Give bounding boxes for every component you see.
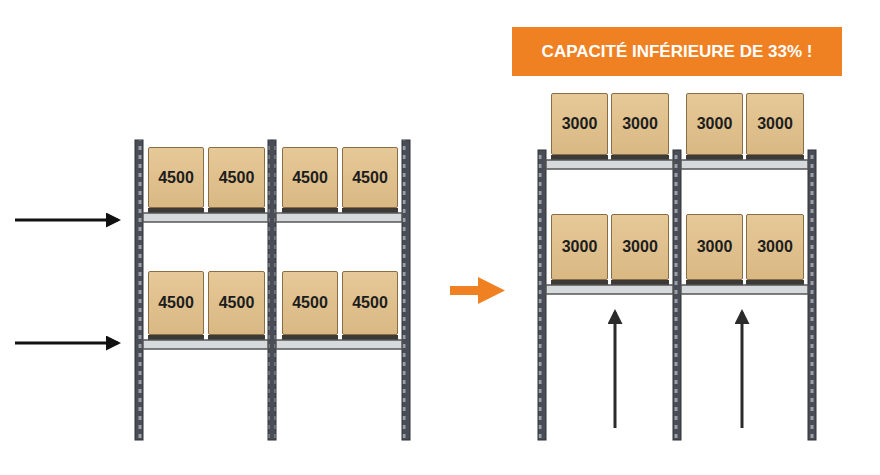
load-box: 4500 bbox=[148, 271, 204, 335]
load-value: 3000 bbox=[622, 115, 658, 133]
up-arrow bbox=[741, 312, 744, 428]
load-value: 3000 bbox=[757, 238, 793, 256]
load-value: 4500 bbox=[352, 294, 388, 312]
load-value: 4500 bbox=[158, 294, 194, 312]
load-box: 4500 bbox=[342, 147, 398, 208]
load-box: 4500 bbox=[342, 271, 398, 335]
load-value: 4500 bbox=[219, 294, 255, 312]
load-value: 4500 bbox=[219, 169, 255, 187]
beam-arrow bbox=[15, 219, 118, 222]
load-value: 3000 bbox=[562, 115, 598, 133]
load-box: 4500 bbox=[208, 271, 265, 335]
transition-arrow bbox=[450, 277, 505, 304]
load-value: 3000 bbox=[757, 115, 793, 133]
load-box: 4500 bbox=[148, 147, 204, 208]
load-value: 4500 bbox=[292, 294, 328, 312]
load-value: 3000 bbox=[697, 238, 733, 256]
load-box: 4500 bbox=[282, 271, 338, 335]
load-box: 3000 bbox=[686, 93, 743, 155]
load-value: 3000 bbox=[622, 238, 658, 256]
load-value: 4500 bbox=[352, 169, 388, 187]
load-box: 3000 bbox=[611, 93, 669, 155]
load-box: 3000 bbox=[551, 214, 608, 280]
load-box: 3000 bbox=[746, 214, 804, 280]
load-value: 4500 bbox=[158, 169, 194, 187]
load-value: 3000 bbox=[697, 115, 733, 133]
pallet bbox=[551, 155, 804, 285]
load-value: 3000 bbox=[562, 238, 598, 256]
load-value: 4500 bbox=[292, 169, 328, 187]
load-box: 4500 bbox=[208, 147, 265, 208]
load-box: 3000 bbox=[551, 93, 608, 155]
upright bbox=[135, 140, 410, 440]
load-box: 3000 bbox=[611, 214, 669, 280]
beam bbox=[546, 160, 808, 294]
banner-text: CAPACITÉ INFÉRIEURE DE 33% ! bbox=[542, 42, 813, 62]
load-box: 4500 bbox=[282, 147, 338, 208]
pallet bbox=[148, 208, 398, 340]
capacity-banner: CAPACITÉ INFÉRIEURE DE 33% ! bbox=[512, 27, 842, 76]
up-arrow bbox=[614, 312, 617, 428]
load-box: 3000 bbox=[746, 93, 804, 155]
beam-arrow bbox=[15, 342, 118, 345]
beam bbox=[143, 213, 402, 349]
upright bbox=[538, 150, 816, 440]
load-box: 3000 bbox=[686, 214, 743, 280]
